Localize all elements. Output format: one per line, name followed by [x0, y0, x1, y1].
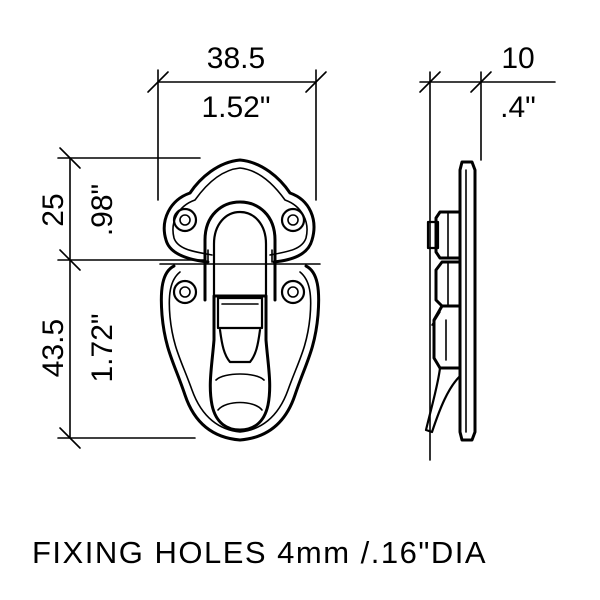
upper-plate [162, 158, 316, 264]
side-back-plate [458, 160, 477, 442]
fixing-hole-bottom-left [172, 279, 198, 305]
latch-side-view [424, 160, 477, 442]
hook-loop [203, 200, 277, 302]
width-mm-label: 38.5 [207, 42, 265, 75]
upper-height-in-label: .98" [86, 184, 119, 236]
depth-dimension: 10 .4" [419, 42, 556, 461]
lower-height-in-label: 1.72" [86, 313, 119, 382]
fixing-hole-top-left [172, 207, 198, 233]
fixing-hole-top-right [280, 207, 306, 233]
lower-height-mm-label: 43.5 [37, 319, 70, 377]
width-dimension: 38.5 1.52" [147, 42, 327, 201]
depth-in-label: .4" [500, 91, 536, 124]
height-dimension: 25 .98" 43.5 1.72" [37, 147, 206, 449]
depth-mm-label: 10 [501, 42, 534, 75]
upper-height-mm-label: 25 [37, 193, 70, 226]
fixing-hole-bottom-right [280, 279, 306, 305]
width-in-label: 1.52" [201, 91, 270, 124]
lower-plate [159, 264, 321, 442]
latch-front-view [159, 158, 321, 442]
lever [208, 294, 272, 432]
fixing-holes-caption: FIXING HOLES 4mm /.16"DIA [32, 535, 488, 570]
